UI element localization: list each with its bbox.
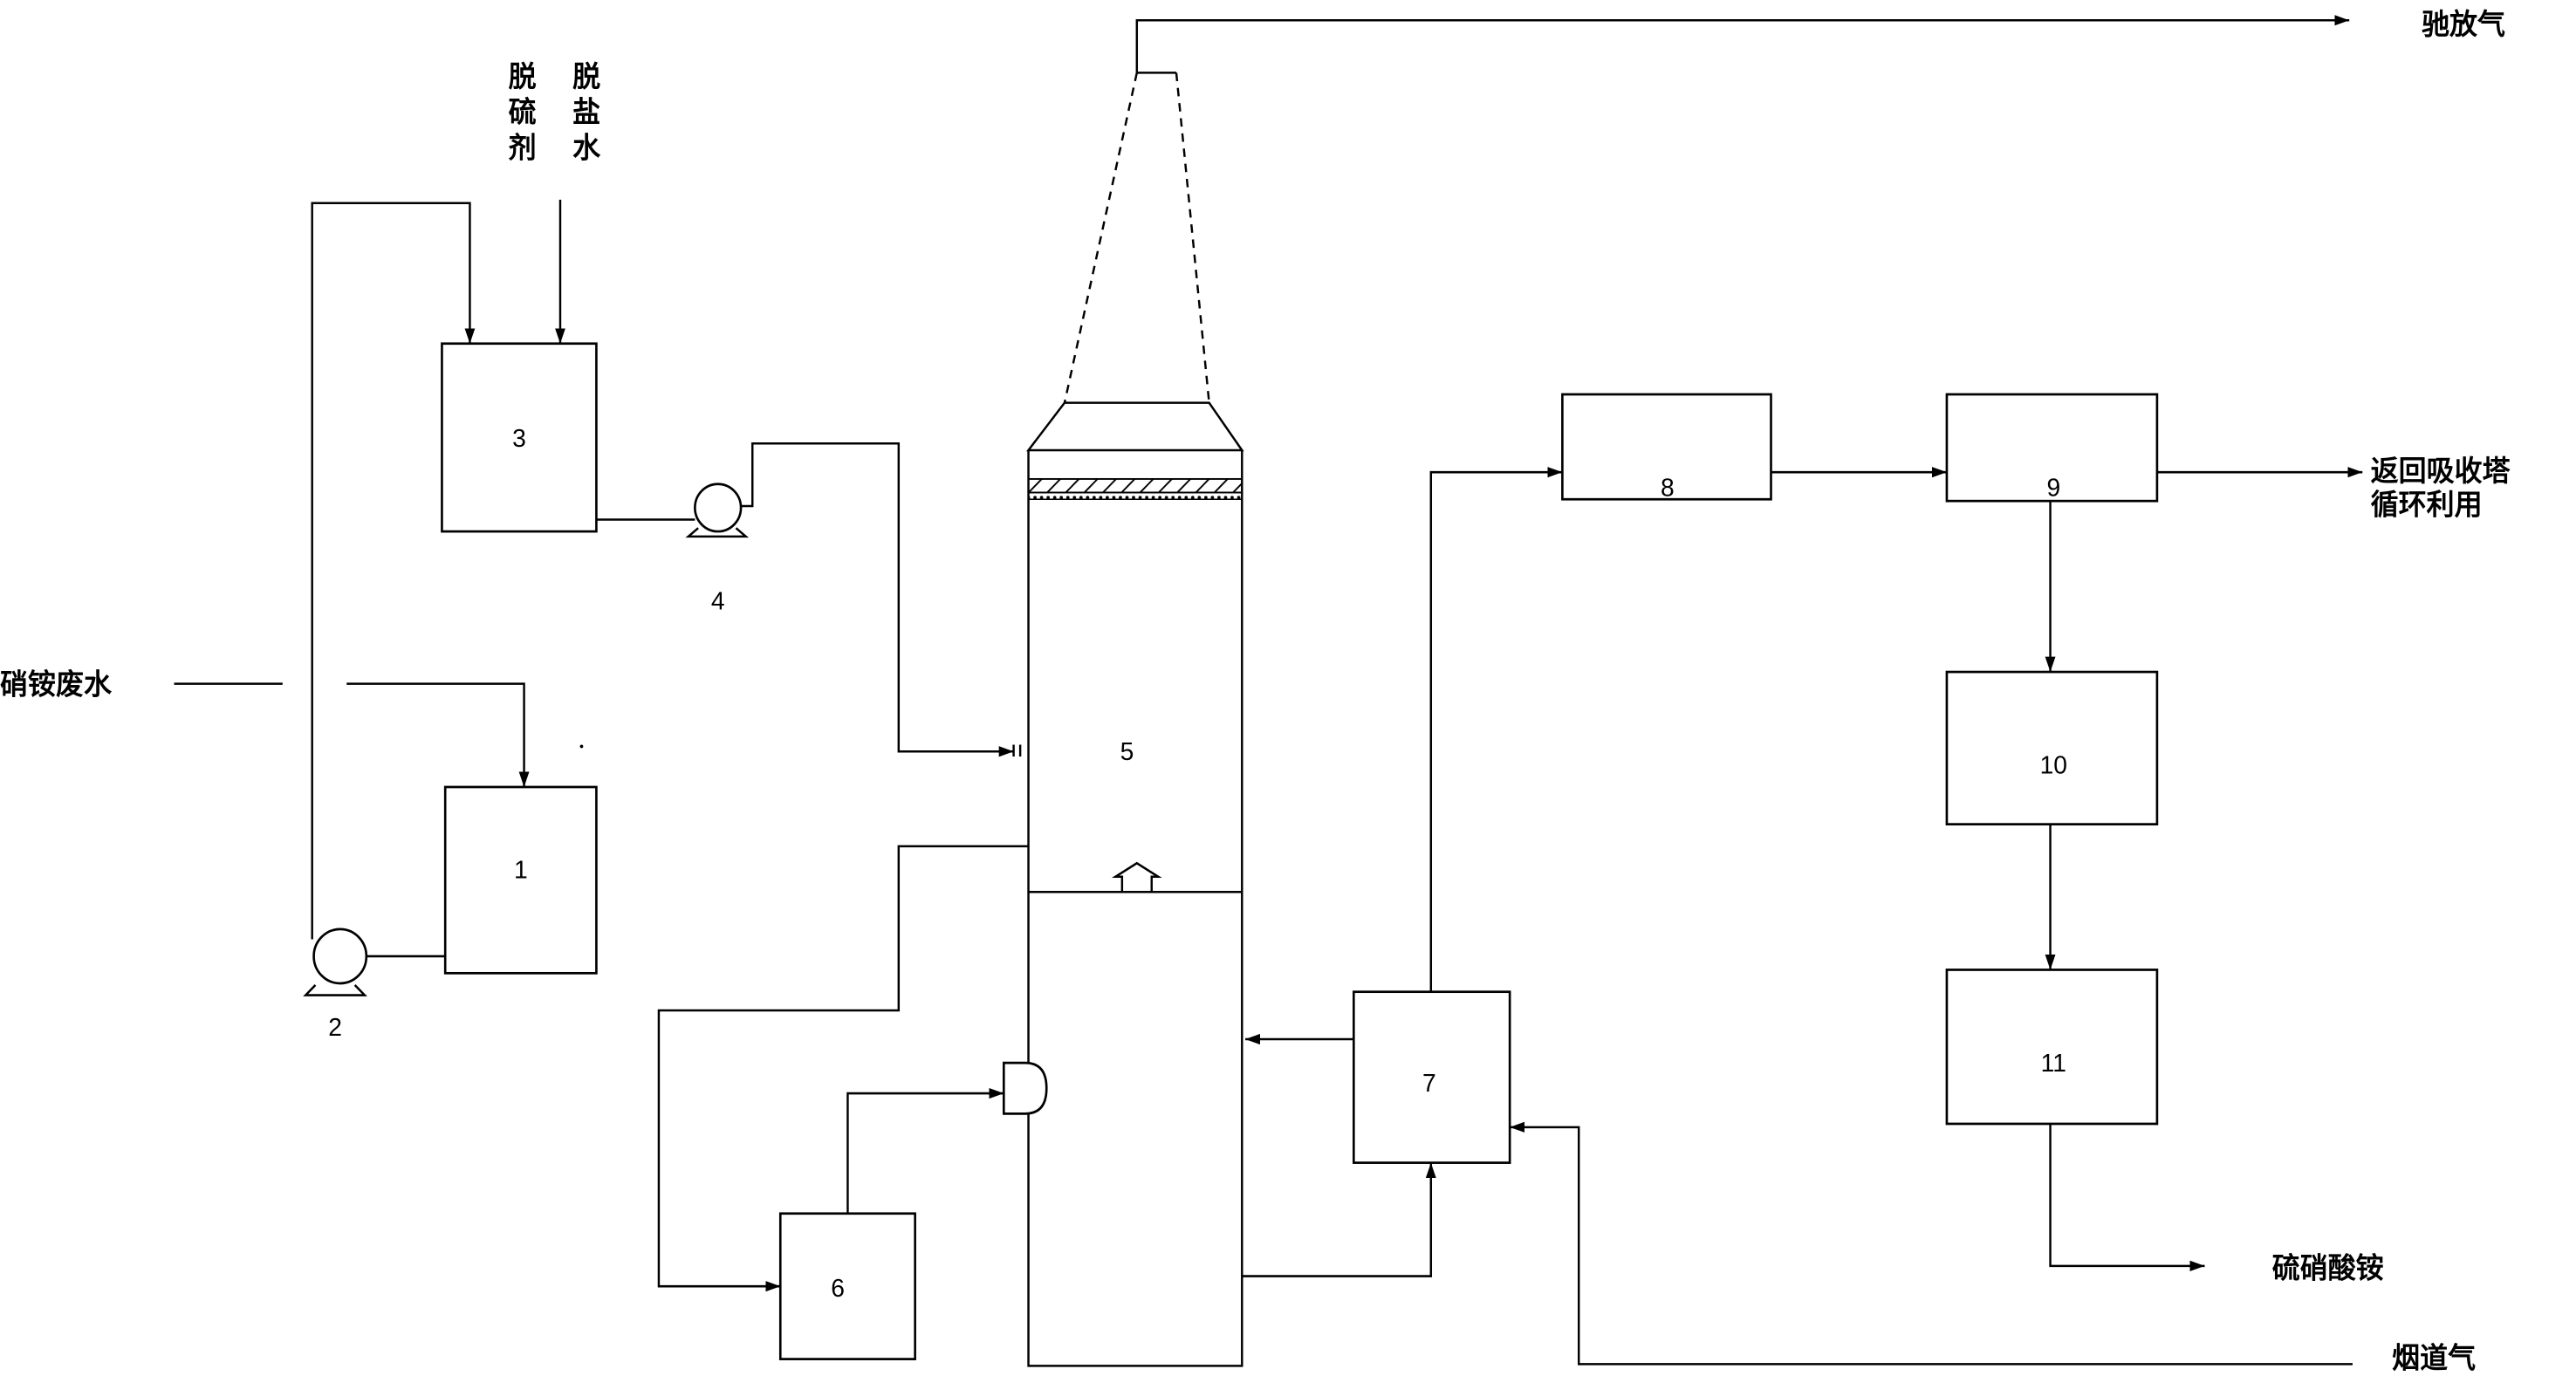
- unit-11-box: [1945, 969, 2159, 1126]
- unit-1-box: [443, 785, 598, 975]
- unit-6-box: [778, 1212, 916, 1360]
- svg-text:脱: 脱: [509, 59, 538, 93]
- svg-text:剂: 剂: [509, 131, 537, 165]
- unit-3-box: [441, 342, 598, 533]
- unit-9-box: [1945, 393, 2159, 503]
- unit-8-box: [1561, 393, 1772, 501]
- unit-9-label: 9: [2046, 474, 2060, 502]
- unit-4-label: 4: [711, 587, 725, 615]
- svg-text:脱: 脱: [572, 59, 601, 93]
- stray-dot: [579, 744, 584, 749]
- packing-support: [1027, 491, 1243, 500]
- product-label: 硫硝酸铵: [2272, 1251, 2384, 1285]
- packing-layer: [1027, 477, 1243, 494]
- absorption-tower: [1026, 15, 2350, 1367]
- svg-text:硫: 硫: [509, 95, 537, 129]
- unit-10-label: 10: [2040, 751, 2067, 779]
- return-recycle-label-2: 循环利用: [2371, 488, 2483, 522]
- unit-5-label: 5: [1120, 738, 1134, 766]
- wastewater-label: 硝铵废水: [0, 667, 112, 702]
- unit-11-label: 11: [2041, 1049, 2066, 1077]
- pump-4: [685, 483, 750, 538]
- return-recycle-label-1: 返回吸收塔: [2371, 454, 2511, 488]
- unit-3-label: 3: [512, 425, 526, 453]
- gas-inlet-nozzle: [1002, 1061, 1048, 1115]
- unit-2-label: 2: [328, 1014, 342, 1042]
- unit-7-label: 7: [1422, 1070, 1436, 1098]
- vent-gas-label: 驰放气: [2422, 7, 2505, 41]
- desulfurizer-label: 脱 硫 剂: [509, 59, 538, 164]
- desalted-water-label: 脱 盐 水: [572, 59, 601, 164]
- spray-inlet-nozzle: [1012, 744, 1022, 757]
- svg-text:盐: 盐: [572, 95, 600, 129]
- chimney-tray-icon: [1111, 861, 1162, 893]
- svg-text:水: 水: [572, 131, 601, 165]
- unit-1-label: 1: [514, 856, 528, 884]
- flue-gas-label: 烟道气: [2392, 1341, 2476, 1375]
- pump-2: [303, 928, 368, 996]
- unit-10-box: [1945, 670, 2159, 826]
- unit-6-label: 6: [831, 1274, 845, 1302]
- unit-8-label: 8: [1661, 474, 1675, 502]
